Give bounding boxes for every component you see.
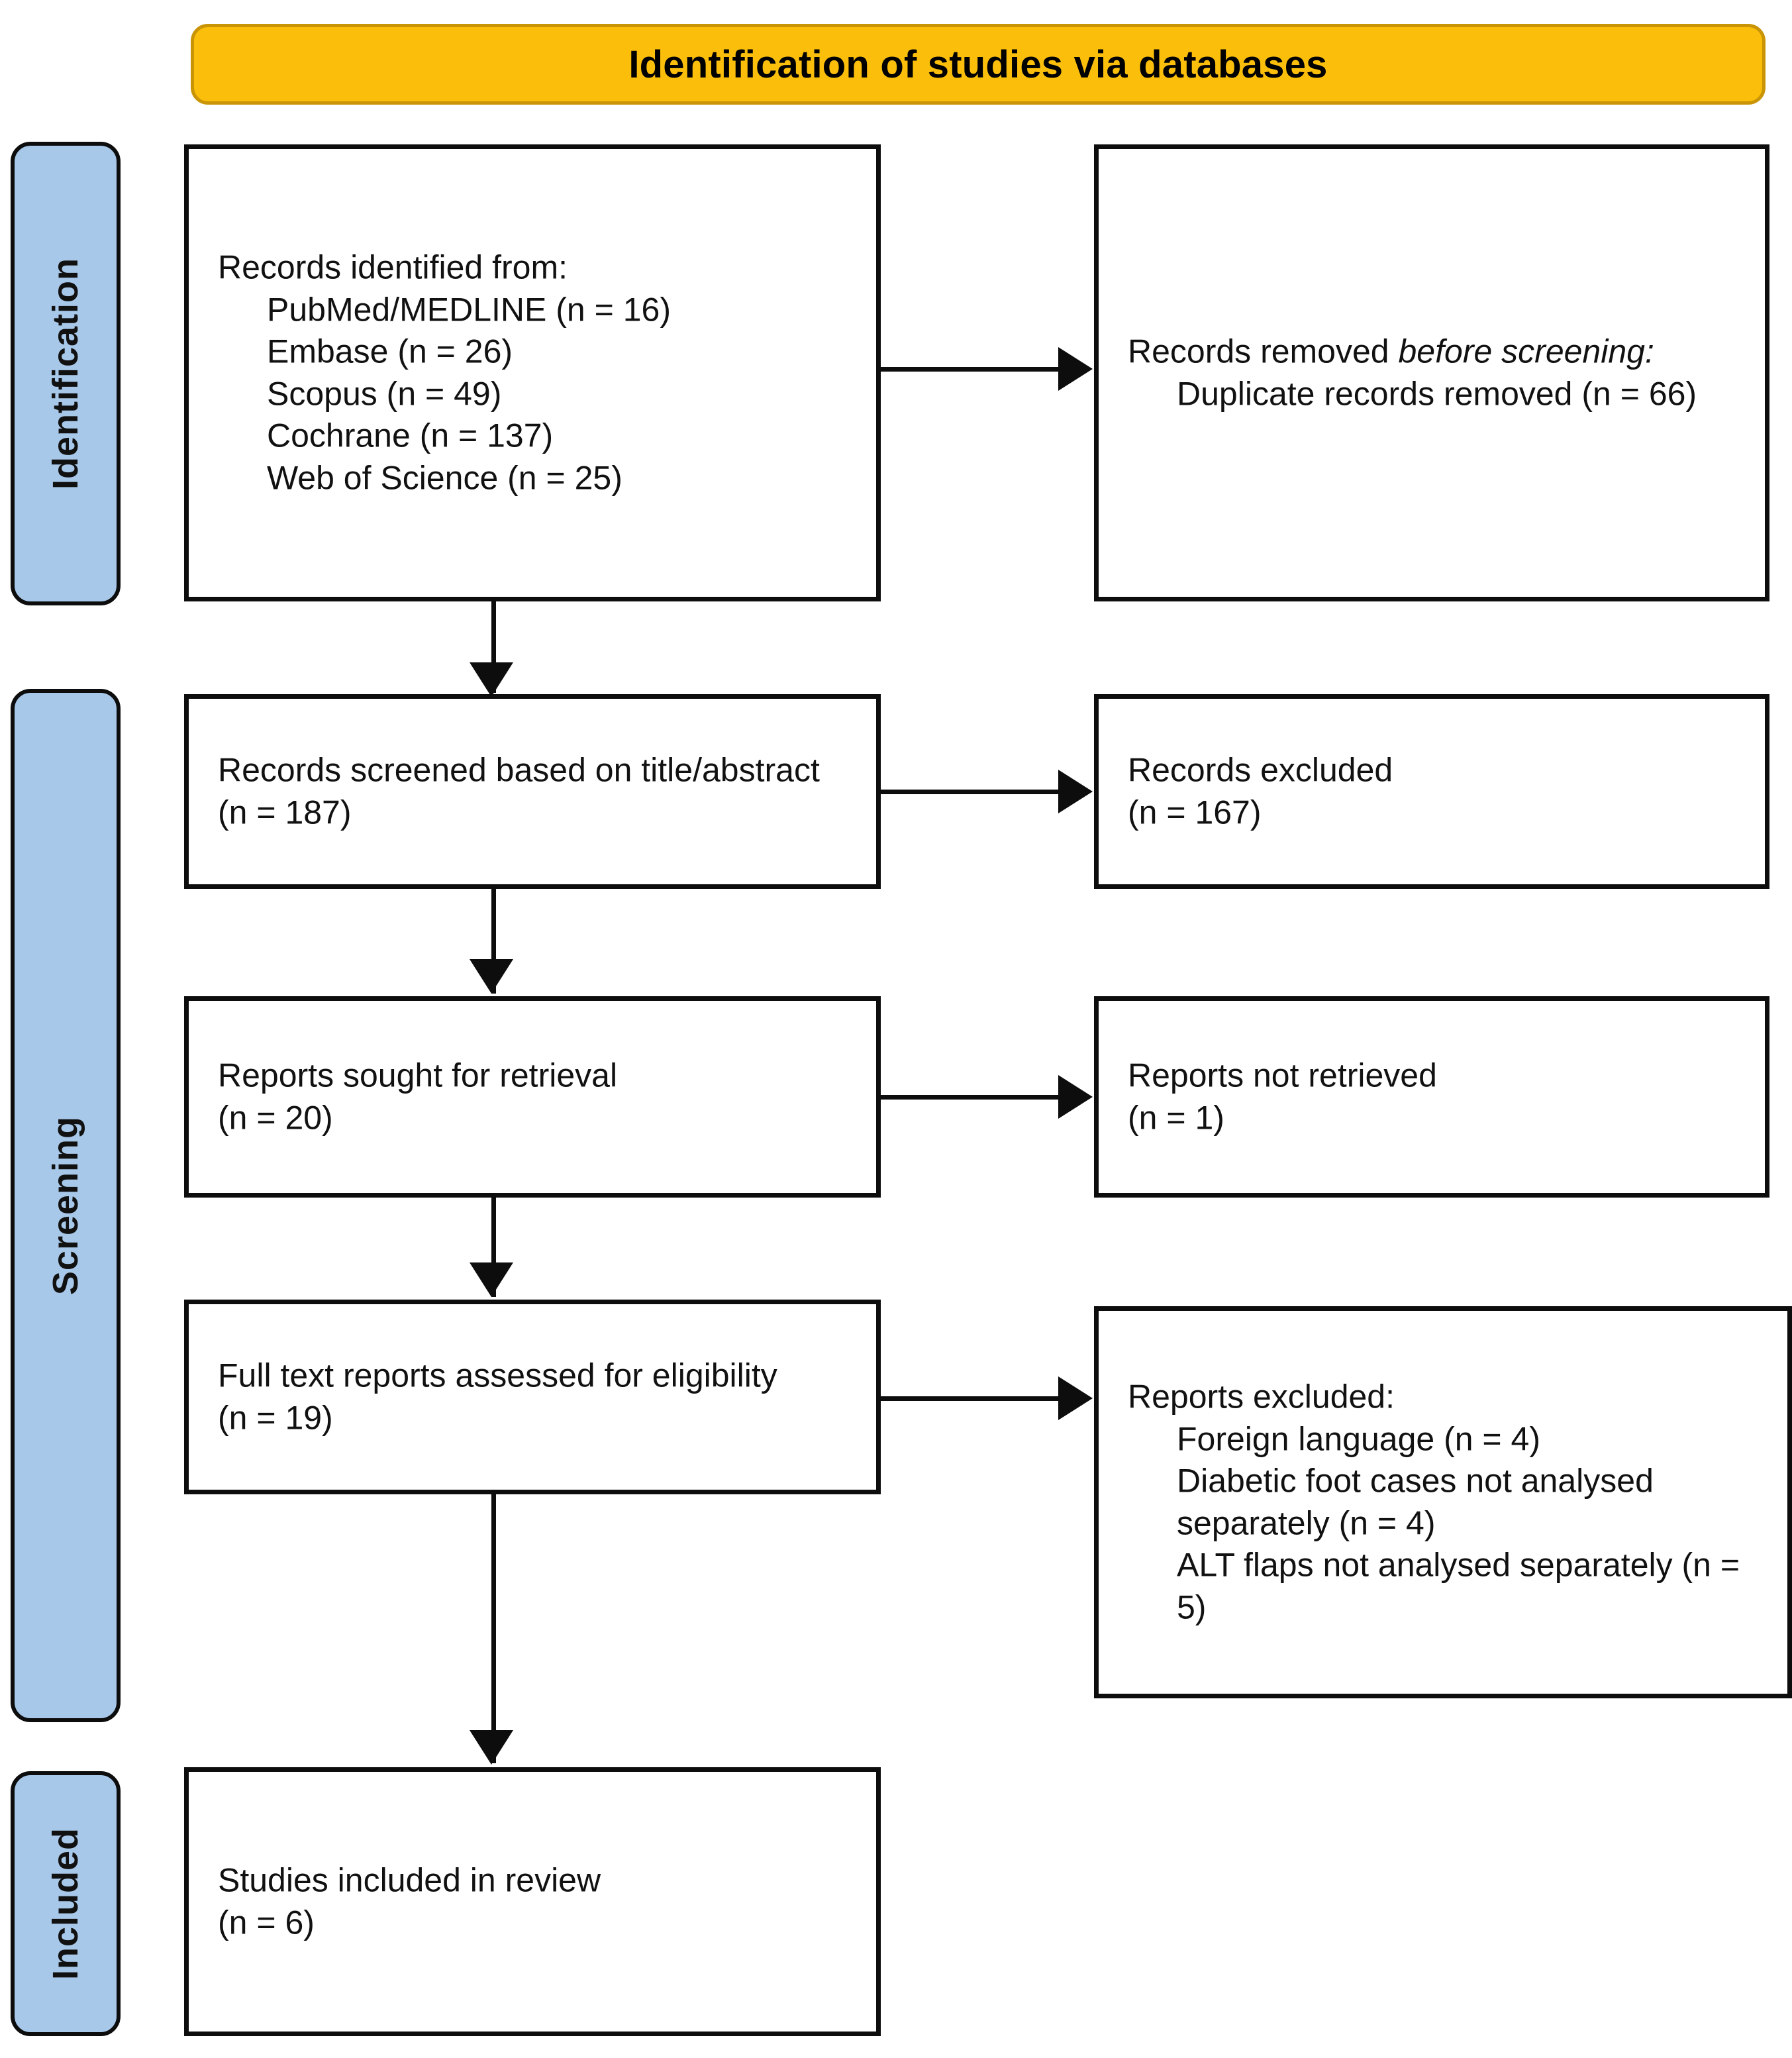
arrow-head-identified-to-screened xyxy=(470,662,513,697)
stage-label-included: Included xyxy=(46,1827,85,1980)
box-reports-sought-body: Reports sought for retrieval (n = 20) xyxy=(218,1055,859,1139)
diagram-title: Identification of studies via databases xyxy=(628,42,1328,86)
arrow-line-identified-to-removed xyxy=(881,367,1061,372)
records-removed-item-0: Duplicate records removed (n = 66) xyxy=(1177,375,1697,412)
box-full-text-assessed-body: Full text reports assessed for eligibili… xyxy=(218,1355,859,1439)
arrow-head-full-text-to-reports-excluded xyxy=(1058,1376,1093,1420)
records-identified-heading: Records identified from: xyxy=(218,248,568,286)
records-screened-line-2: (n = 187) xyxy=(218,794,352,831)
records-removed-heading: Records removed before screening: xyxy=(1128,331,1748,374)
box-records-identified-body: Records identified from: PubMed/MEDLINE … xyxy=(218,247,859,499)
box-full-text-assessed: Full text reports assessed for eligibili… xyxy=(184,1300,881,1494)
arrow-line-identified-to-screened xyxy=(491,601,496,693)
full-text-assessed-line-2: (n = 19) xyxy=(218,1399,333,1436)
arrow-line-screened-to-sought xyxy=(491,889,496,994)
arrow-head-screened-to-excluded xyxy=(1058,770,1093,813)
box-records-identified: Records identified from: PubMed/MEDLINE … xyxy=(184,144,881,601)
records-excluded-line-1: Records excluded xyxy=(1128,751,1393,789)
box-records-screened: Records screened based on title/abstract… xyxy=(184,694,881,889)
studies-included-line-1: Studies included in review xyxy=(218,1861,601,1899)
records-removed-heading-tail: : xyxy=(1644,333,1654,370)
arrow-line-full-text-to-reports-excluded xyxy=(881,1396,1061,1401)
records-excluded-line-2: (n = 167) xyxy=(1128,794,1262,831)
arrow-head-screened-to-sought xyxy=(470,959,513,994)
records-screened-line-1: Records screened based on title/abstract xyxy=(218,751,820,789)
stage-bar-screening: Screening xyxy=(11,689,121,1722)
records-identified-item-2: Scopus (n = 49) xyxy=(267,375,502,412)
box-records-excluded-body: Records excluded (n = 167) xyxy=(1128,750,1748,834)
stage-bar-included: Included xyxy=(11,1771,121,2036)
box-reports-excluded: Reports excluded: Foreign language (n = … xyxy=(1094,1306,1792,1698)
box-reports-not-retrieved: Reports not retrieved (n = 1) xyxy=(1094,996,1769,1198)
reports-excluded-heading: Reports excluded: xyxy=(1128,1378,1395,1415)
reports-excluded-item-1: Diabetic foot cases not analysed separat… xyxy=(1177,1462,1654,1542)
arrow-line-screened-to-excluded xyxy=(881,790,1061,794)
reports-excluded-item-2: ALT flaps not analysed separately (n = 5… xyxy=(1177,1546,1740,1626)
box-studies-included: Studies included in review (n = 6) xyxy=(184,1767,881,2036)
arrow-head-sought-to-not-retrieved xyxy=(1058,1075,1093,1119)
records-removed-heading-plain: Records removed xyxy=(1128,333,1399,370)
arrow-line-sought-to-full-text xyxy=(491,1198,496,1297)
full-text-assessed-line-1: Full text reports assessed for eligibili… xyxy=(218,1357,777,1394)
box-records-screened-body: Records screened based on title/abstract… xyxy=(218,750,859,834)
records-identified-item-4: Web of Science (n = 25) xyxy=(267,459,622,496)
arrow-head-full-text-to-included xyxy=(470,1730,513,1765)
box-records-removed-body: Records removed before screening: Duplic… xyxy=(1128,331,1748,415)
box-records-excluded: Records excluded (n = 167) xyxy=(1094,694,1769,889)
reports-excluded-item-0: Foreign language (n = 4) xyxy=(1177,1420,1540,1457)
box-records-removed: Records removed before screening: Duplic… xyxy=(1094,144,1769,601)
arrow-line-full-text-to-included xyxy=(491,1494,496,1763)
box-reports-sought: Reports sought for retrieval (n = 20) xyxy=(184,996,881,1198)
arrow-head-identified-to-removed xyxy=(1058,347,1093,391)
stage-bar-identification: Identification xyxy=(11,142,121,605)
diagram-header-banner: Identification of studies via databases xyxy=(191,24,1766,105)
studies-included-line-2: (n = 6) xyxy=(218,1904,315,1941)
reports-not-retrieved-line-2: (n = 1) xyxy=(1128,1099,1224,1136)
records-identified-item-3: Cochrane (n = 137) xyxy=(267,417,554,454)
reports-not-retrieved-line-1: Reports not retrieved xyxy=(1128,1056,1437,1094)
reports-sought-line-2: (n = 20) xyxy=(218,1099,333,1136)
records-removed-heading-italic: before screening xyxy=(1398,333,1645,370)
box-reports-not-retrieved-body: Reports not retrieved (n = 1) xyxy=(1128,1055,1748,1139)
stage-label-identification: Identification xyxy=(46,258,85,489)
stage-label-screening: Screening xyxy=(46,1115,85,1296)
records-identified-item-0: PubMed/MEDLINE (n = 16) xyxy=(267,291,671,328)
arrow-head-sought-to-full-text xyxy=(470,1262,513,1297)
box-reports-excluded-body: Reports excluded: Foreign language (n = … xyxy=(1128,1376,1770,1629)
reports-sought-line-1: Reports sought for retrieval xyxy=(218,1056,618,1094)
records-identified-item-1: Embase (n = 26) xyxy=(267,333,513,370)
arrow-line-sought-to-not-retrieved xyxy=(881,1095,1061,1100)
box-studies-included-body: Studies included in review (n = 6) xyxy=(218,1860,859,1944)
